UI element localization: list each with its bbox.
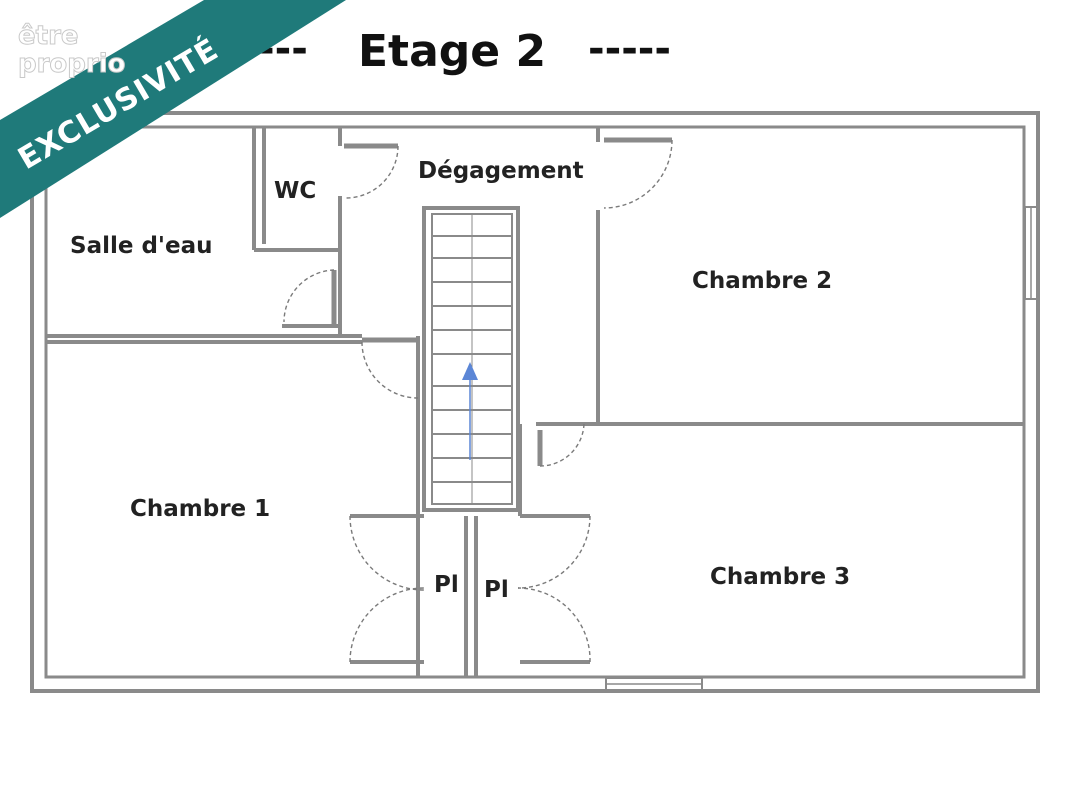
room-label-placard-1: Pl	[434, 572, 459, 598]
window-right	[1024, 206, 1038, 300]
room-label-chambre-3: Chambre 3	[710, 564, 850, 590]
brand-line-2: proprio	[18, 49, 126, 79]
interior-walls	[46, 127, 1024, 676]
outer-walls	[30, 111, 1040, 693]
room-label-chambre-1: Chambre 1	[130, 496, 270, 522]
room-label-placard-2: Pl	[484, 577, 509, 603]
door-swings	[283, 137, 673, 663]
room-label-degagement: Dégagement	[418, 158, 584, 184]
stair-arrow-icon	[462, 362, 478, 380]
staircase	[431, 213, 513, 505]
page-title: Etage 2	[358, 26, 546, 77]
brand-logo: être proprio	[18, 21, 127, 80]
room-label-salle-eau: Salle d'eau	[70, 233, 212, 259]
room-label-wc: WC	[274, 178, 316, 204]
title-dashes-right: -----	[588, 26, 671, 72]
room-label-chambre-2: Chambre 2	[692, 268, 832, 294]
window-bottom	[605, 677, 703, 691]
brand-line-1: être	[18, 21, 79, 51]
